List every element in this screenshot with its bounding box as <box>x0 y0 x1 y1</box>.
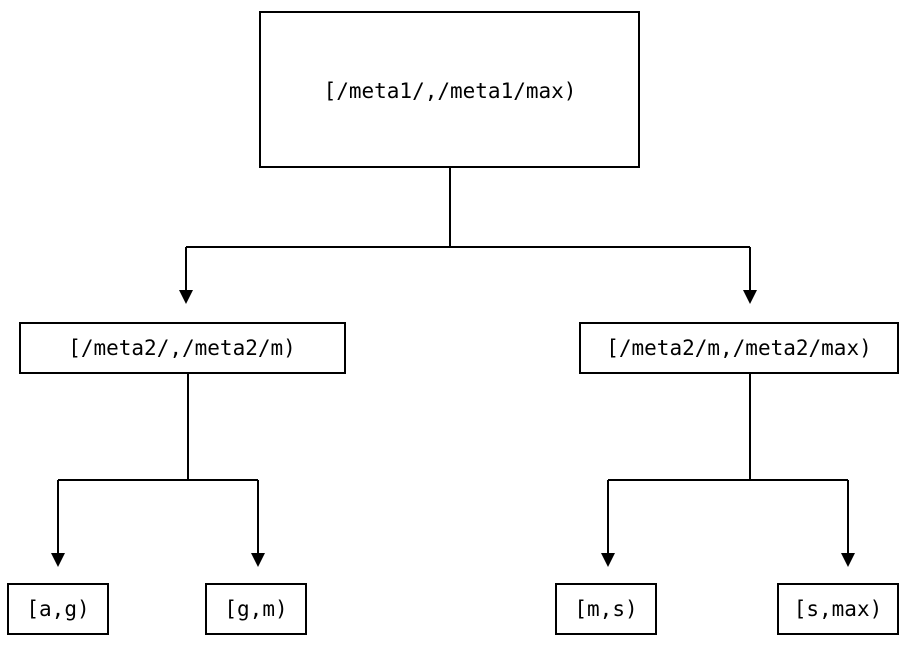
node-leaf-1-label: [a,g) <box>26 597 89 621</box>
arrowhead-mid-left-to-leaf-2 <box>251 553 265 567</box>
edge-group-root <box>179 167 757 304</box>
node-leaf-4-box[interactable] <box>776 582 900 636</box>
node-mid-left[interactable]: [/meta2/,/meta2/m) <box>18 321 347 375</box>
node-mid-left-label: [/meta2/,/meta2/m) <box>68 336 296 360</box>
node-leaf-4[interactable]: [s,max) <box>776 582 900 636</box>
arrowhead-mid-right-to-leaf-3 <box>601 553 615 567</box>
node-mid-right-label: [/meta2/m,/meta2/max) <box>606 336 872 360</box>
node-mid-right[interactable]: [/meta2/m,/meta2/max) <box>578 321 900 375</box>
node-leaf-3-label: [m,s) <box>574 597 637 621</box>
node-mid-right-box[interactable] <box>578 321 900 375</box>
node-leaf-4-label: [s,max) <box>794 597 883 621</box>
node-root-box[interactable] <box>258 10 641 169</box>
node-leaf-2-label: [g,m) <box>224 597 287 621</box>
edge-group-mid-right <box>601 373 855 567</box>
node-leaf-2-box[interactable] <box>204 582 308 636</box>
edge-group-mid-left <box>51 373 265 567</box>
node-root[interactable]: [/meta1/,/meta1/max) <box>258 10 641 169</box>
arrowhead-root-to-mid-left <box>179 290 193 304</box>
arrowhead-root-to-mid-right <box>743 290 757 304</box>
node-leaf-2[interactable]: [g,m) <box>204 582 308 636</box>
node-root-label: [/meta1/,/meta1/max) <box>324 79 577 103</box>
node-leaf-1[interactable]: [a,g) <box>6 582 110 636</box>
arrowhead-mid-right-to-leaf-4 <box>841 553 855 567</box>
arrowhead-mid-left-to-leaf-1 <box>51 553 65 567</box>
node-leaf-3-box[interactable] <box>554 582 658 636</box>
node-leaf-1-box[interactable] <box>6 582 110 636</box>
node-mid-left-box[interactable] <box>18 321 347 375</box>
node-leaf-3[interactable]: [m,s) <box>554 582 658 636</box>
